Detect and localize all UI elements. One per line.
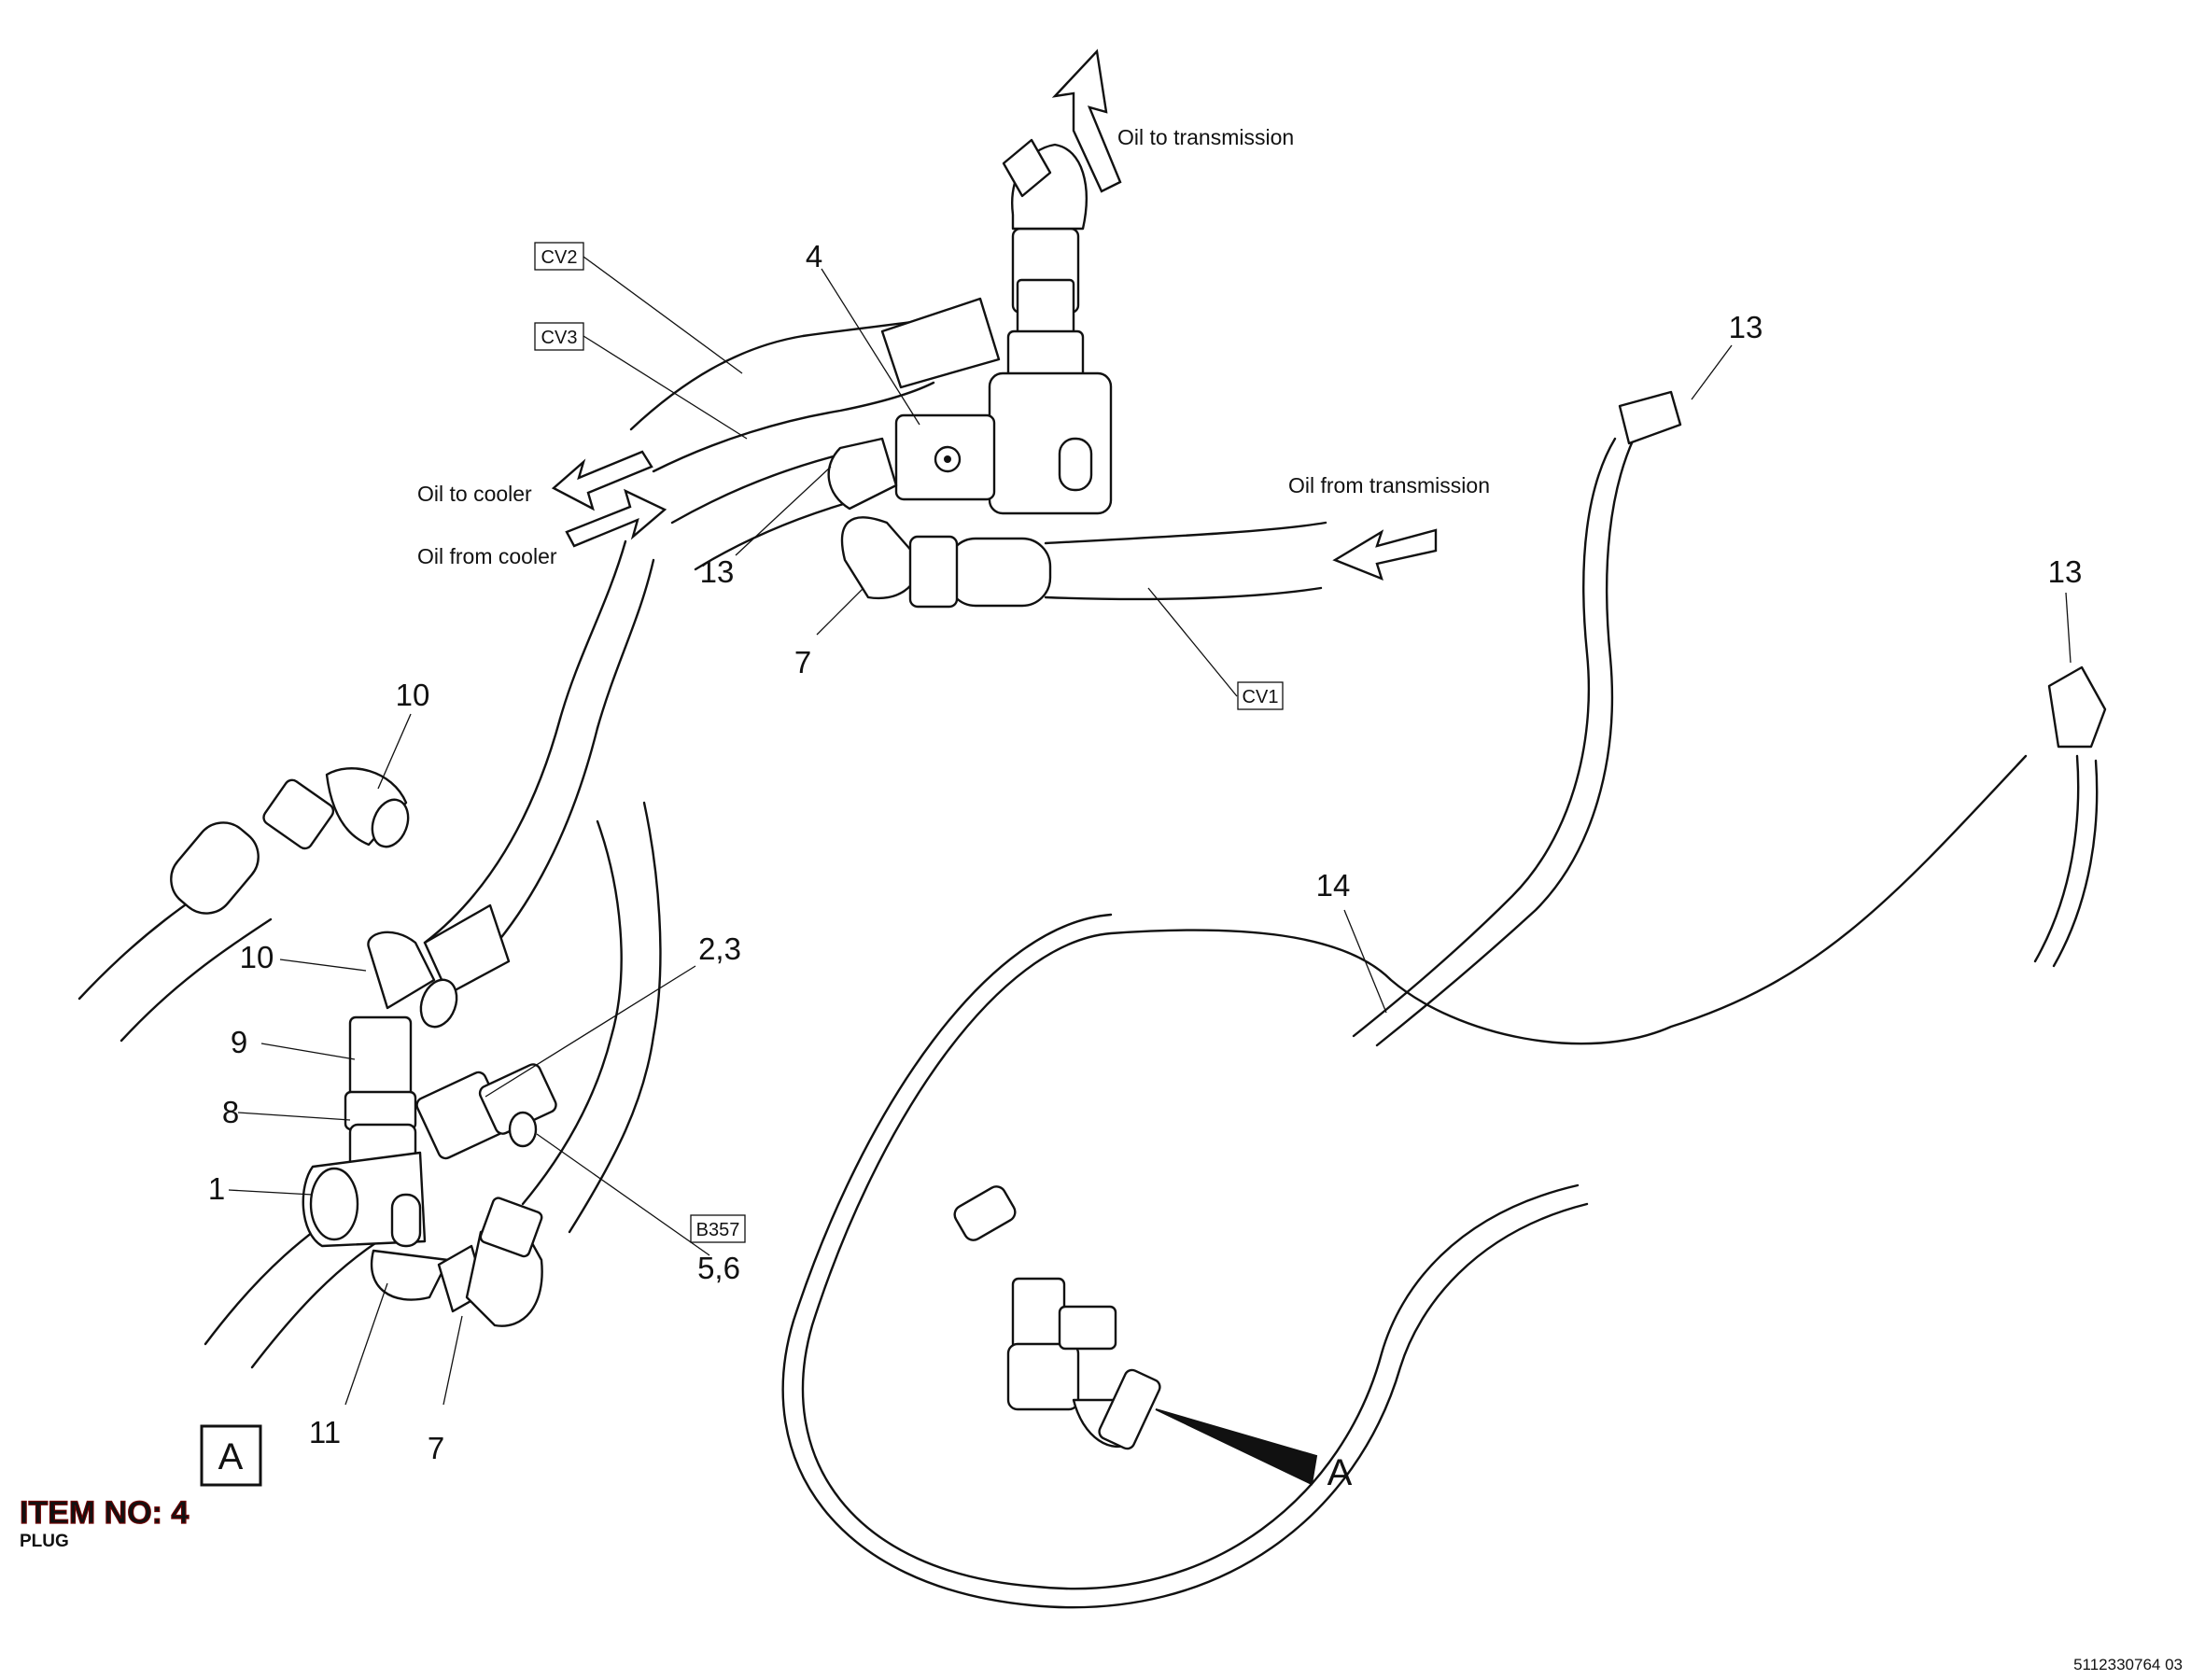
callout-left-7: 7 (428, 1431, 444, 1465)
labels: Oil to transmission Oil from transmissio… (19, 125, 2183, 1673)
callout-top-7: 7 (794, 645, 811, 679)
detail-view-a (77, 539, 662, 1369)
item-subtitle: PLUG (20, 1532, 69, 1551)
arrow-oil-from-cooler (565, 488, 667, 548)
document-number: 5112330764 03 (2073, 1656, 2183, 1673)
detail-box-a: A (218, 1436, 244, 1477)
tag-cv2: CV2 (541, 247, 578, 268)
flow-arrows (551, 49, 1438, 581)
callout-left-8: 8 (222, 1095, 239, 1129)
tag-cv3: CV3 (541, 328, 578, 348)
view-marker-a: A (1327, 1452, 1353, 1493)
callout-left-5-6: 5,6 (697, 1251, 740, 1285)
top-valve-assembly (629, 138, 1327, 609)
callout-left-10-top: 10 (396, 678, 430, 712)
callout-left-9: 9 (231, 1025, 247, 1059)
leader-lines (228, 256, 2072, 1406)
callout-right-14: 14 (1316, 868, 1351, 903)
tag-cv1: CV1 (1243, 687, 1279, 707)
callout-left-2-3: 2,3 (698, 931, 741, 966)
arrow-oil-to-cooler (551, 450, 653, 511)
label-oil-from-transmission: Oil from transmission (1288, 473, 1490, 497)
callout-left-11: 11 (309, 1415, 341, 1449)
callout-top-4: 4 (806, 239, 822, 273)
callout-left-10: 10 (240, 940, 274, 974)
callout-right-13-upper: 13 (1729, 310, 1763, 344)
label-oil-to-cooler: Oil to cooler (417, 482, 532, 506)
view-direction-arrow (1155, 1408, 1318, 1486)
callout-left-1: 1 (208, 1171, 225, 1206)
callout-top-13: 13 (700, 554, 735, 589)
arrow-oil-from-transmission (1332, 528, 1438, 581)
overview-hose-routing (781, 390, 2107, 1609)
arrow-oil-to-transmission (1051, 49, 1122, 193)
item-title: ITEM NO: 4 (20, 1495, 189, 1531)
label-oil-to-transmission: Oil to transmission (1117, 125, 1294, 149)
callout-right-13-lower: 13 (2048, 554, 2083, 589)
tag-b357: B357 (696, 1220, 740, 1240)
label-oil-from-cooler: Oil from cooler (417, 544, 557, 568)
